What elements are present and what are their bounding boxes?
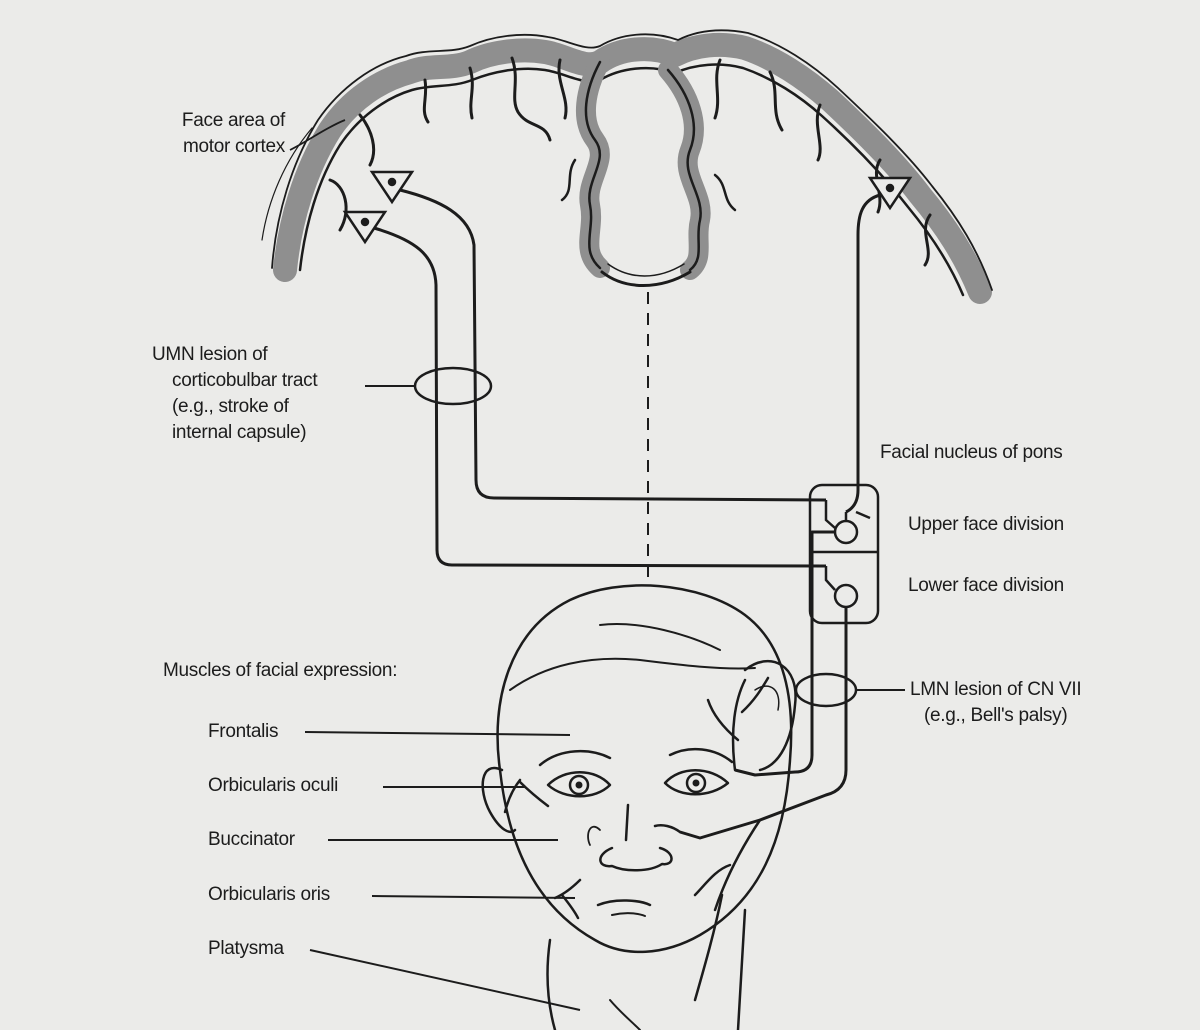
corticobulbar-tracts [373, 188, 881, 568]
cortex-inner-contour [298, 63, 965, 297]
lower-division-cell [833, 583, 859, 609]
lmn-lesion-line-2: (e.g., Bell's palsy) [924, 705, 1068, 726]
mouth [596, 899, 652, 907]
face-area-line-1: Face area of [181, 110, 285, 131]
tract-to-upper-division [399, 188, 827, 502]
facial-nucleus [808, 483, 880, 625]
tract-contralateral [845, 193, 881, 514]
umn-lesion-label: UMN lesion of corticobulbar tract (e.g.,… [152, 342, 318, 446]
lmn-lower-fiber [679, 607, 848, 840]
neck [546, 938, 557, 1030]
brain-cortex [261, 29, 993, 304]
muscle-orbicularis-oculi: Orbicularis oculi [208, 775, 339, 796]
umn-neuron-left-upper [369, 170, 415, 205]
umn-lesion-ellipse [413, 366, 493, 406]
right-eye [663, 769, 730, 796]
upper-division-cell [833, 519, 859, 545]
tract-to-lower-division [373, 226, 827, 568]
umn-neuron-right [867, 176, 913, 211]
umn-lesion-line-4: internal capsule) [172, 422, 307, 443]
hair-line [509, 657, 756, 691]
umn-lesion-line-3: (e.g., stroke of [172, 396, 289, 417]
face-area-pointer [289, 119, 346, 151]
umn-neurons [342, 170, 913, 245]
lmn-lesion-label: LMN lesion of CN VII (e.g., Bell's palsy… [910, 677, 1082, 729]
muscle-frontalis: Frontalis [208, 721, 279, 742]
face-area-line-2: motor cortex [183, 136, 285, 157]
left-brow [538, 749, 612, 767]
head-outline [496, 584, 793, 954]
face-area-label: Face area of motor cortex [133, 108, 285, 160]
right-brow [668, 747, 734, 764]
facial-nucleus-box [808, 483, 880, 625]
muscle-buccinator: Buccinator [208, 829, 295, 850]
umn-neuron-left-lower [342, 210, 388, 245]
muscle-platysma: Platysma [208, 938, 284, 959]
muscles-heading: Muscles of facial expression: [163, 660, 398, 681]
corpus-callosum [600, 270, 692, 287]
umn-lesion-line-2: corticobulbar tract [172, 370, 318, 391]
lmn-upper-fiber [734, 530, 835, 777]
ear [743, 659, 797, 772]
cortex-outer-contour [271, 29, 993, 291]
muscle-pointers [304, 731, 581, 1011]
facial-nucleus-label: Facial nucleus of pons [880, 442, 1063, 463]
nose [624, 803, 630, 842]
muscle-orbicularis-oris: Orbicularis oris [208, 884, 330, 905]
lower-division-label: Lower face division [908, 575, 1064, 596]
umn-lesion-line-1: UMN lesion of [152, 344, 268, 365]
frontalis-pointer [304, 731, 571, 736]
face-drawing [481, 584, 797, 1030]
left-eye [546, 771, 612, 798]
upper-division-label: Upper face division [908, 514, 1064, 535]
orbicularis-oris-pointer [371, 895, 576, 899]
lmn-lesion-line-1: LMN lesion of CN VII [910, 679, 1082, 700]
medial-surface-right [658, 60, 711, 280]
platysma-pointer [309, 949, 581, 1011]
